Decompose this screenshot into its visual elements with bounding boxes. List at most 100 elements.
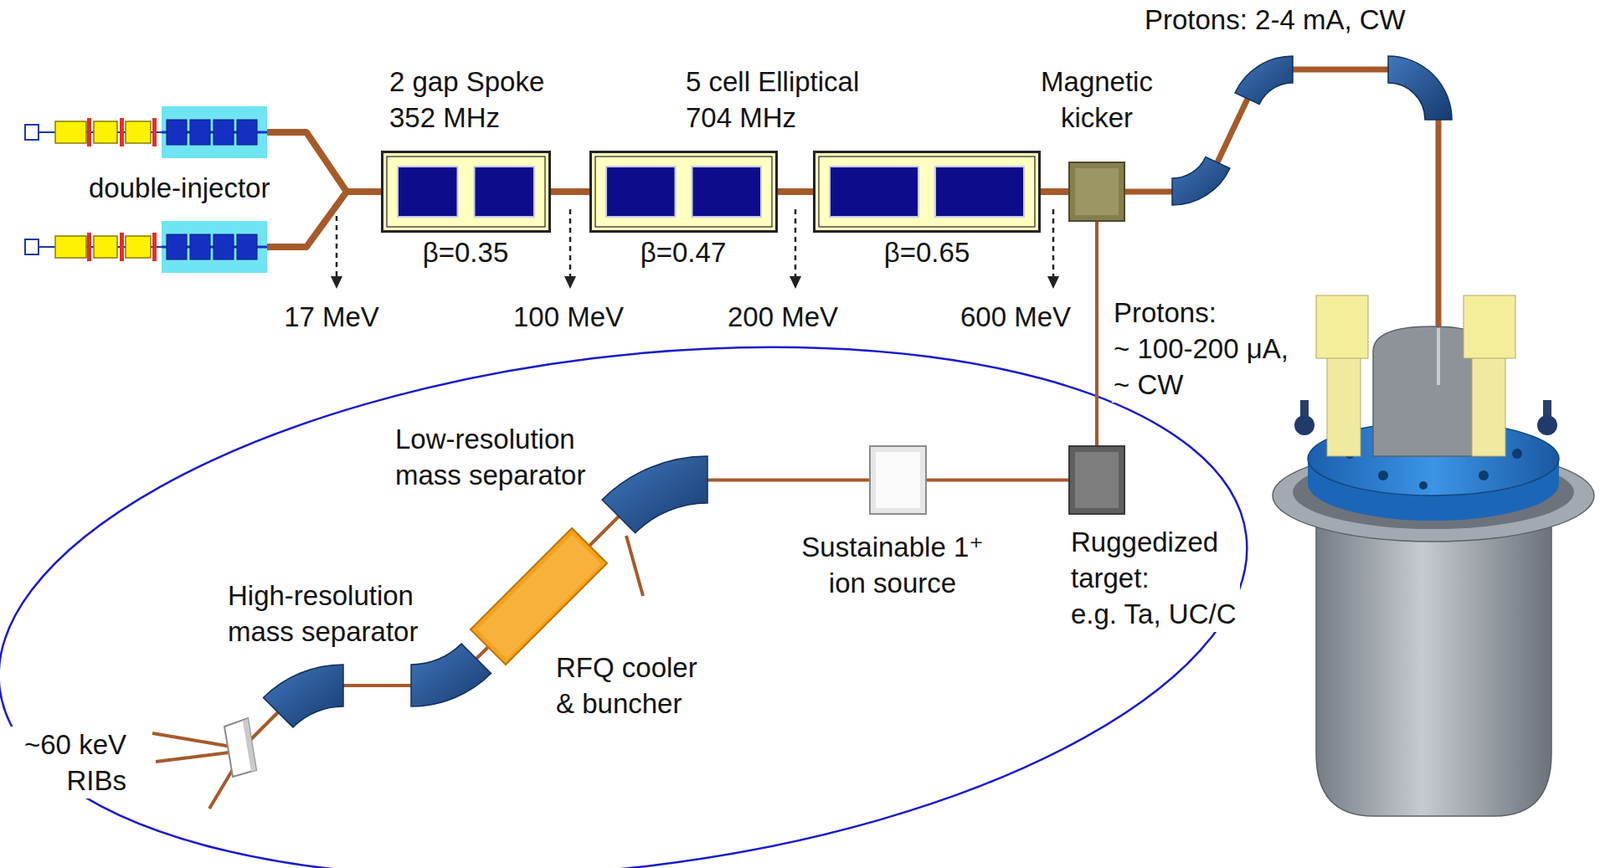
reactor [1378, 470, 1389, 481]
kicker-box [1069, 162, 1125, 222]
target-face [1075, 452, 1119, 509]
rib-beamline [152, 733, 237, 748]
component-label: e.g. Ta, UC/C [1069, 596, 1238, 633]
reactor [1316, 295, 1369, 359]
annotation-label: ~ CW [1111, 366, 1185, 403]
dipole-magnet [1172, 157, 1230, 206]
energy-arrow [1052, 209, 1055, 278]
injector [87, 118, 92, 147]
injector [25, 106, 268, 159]
energy-arrow [335, 216, 339, 278]
cavity [474, 166, 536, 217]
beamline-component: Low-resolution mass separator [596, 452, 708, 541]
annotation-label: Protons: [1111, 294, 1219, 331]
injector [87, 232, 92, 262]
injector [152, 118, 157, 147]
injector [190, 234, 211, 260]
arrow-head [1047, 276, 1060, 289]
dipole-magnet [601, 456, 708, 534]
injector [119, 118, 124, 147]
beamline-component: Magnetic kicker [1068, 161, 1126, 222]
group-ellipse [0, 282, 1278, 868]
switch-wedge [224, 718, 257, 777]
rib-beamline [247, 712, 278, 743]
injector [25, 124, 39, 140]
component-label: β=0.35 [421, 234, 510, 271]
injector [152, 232, 157, 262]
injector-beamline [267, 132, 381, 247]
arrow-head [564, 276, 577, 289]
injector [119, 232, 124, 262]
beamline-connector [589, 516, 619, 546]
arrow-head [330, 276, 343, 289]
cryomodule-border [386, 156, 546, 227]
source-box [869, 446, 927, 515]
dipole-magnet [1234, 56, 1293, 104]
component-shape [468, 525, 610, 668]
beamline-connector [777, 188, 813, 196]
beamline [343, 684, 412, 688]
injector [166, 119, 187, 145]
beamline-component: β=0.65 [812, 150, 1041, 233]
reactor [1512, 448, 1523, 459]
component-shape [589, 150, 778, 233]
injector [93, 121, 118, 144]
injector [190, 119, 211, 145]
cavity [829, 166, 919, 217]
beamline-connector [1095, 221, 1099, 446]
beamline-connector [707, 478, 870, 482]
annotation-label: double-injector [87, 169, 272, 206]
switch-wedge [224, 718, 257, 777]
injector [166, 234, 187, 260]
component-label: High-resolution mass separator [226, 577, 439, 650]
injector [236, 119, 258, 145]
injector [25, 221, 268, 273]
rib-beamline [626, 535, 644, 597]
beamline-connector [1040, 188, 1069, 196]
annotation-label: ~60 keV RIBs [3, 726, 129, 799]
beamline-component: Sustainable 1⁺ ion source [869, 445, 927, 515]
cryomodule-border [818, 156, 1035, 227]
annotation-label: 100 MeV [511, 298, 626, 335]
dipole-magnet [1388, 56, 1452, 120]
injector-beamline [267, 191, 347, 247]
arrow-head [789, 276, 802, 289]
beamline-component: Ruggedized target:e.g. Ta, UC/C [1068, 445, 1126, 515]
cavity [397, 166, 458, 217]
annotation-label: 17 MeV [282, 298, 381, 335]
component-label: Ruggedized target: [1069, 524, 1240, 597]
reactor-beamline [1217, 98, 1248, 163]
component-shape [380, 150, 551, 233]
arrow-head [330, 276, 1060, 289]
target-box [1069, 446, 1125, 515]
beamline-component: 2 gap Spoke 352 MHzβ=0.35 [380, 150, 551, 233]
component-label: 2 gap Spoke 352 MHz [387, 63, 572, 136]
reactor [1272, 295, 1595, 817]
cryomodule [814, 152, 1040, 232]
component-label: Sustainable 1⁺ ion source [788, 529, 998, 602]
component-shape [261, 640, 494, 731]
cavity [692, 166, 762, 217]
reactor [1463, 295, 1516, 359]
injector [213, 234, 234, 260]
energy-arrow [794, 209, 798, 278]
cryomodule [591, 152, 777, 232]
injector [25, 239, 39, 255]
source-face [875, 452, 921, 509]
injector [55, 121, 87, 144]
beamline-component: 5 cell Elliptical 704 MHzβ=0.47 [589, 150, 778, 233]
annotation-label: ~ 100-200 μA, [1111, 330, 1291, 367]
component-label: Magnetic kicker [1019, 63, 1174, 136]
rib-beamline [155, 751, 237, 762]
rfq-body [470, 528, 608, 665]
reactor [1471, 351, 1506, 457]
dipole-magnet [411, 643, 492, 707]
reactor [1537, 415, 1558, 436]
beamline-component: High-resolution mass separator [261, 640, 494, 731]
injector [161, 106, 268, 159]
beamline-component: RFQ cooler & buncher [468, 525, 610, 668]
component-shape [596, 452, 708, 541]
reactor [1478, 470, 1489, 481]
component-shape [1068, 445, 1126, 515]
injector [161, 221, 268, 273]
